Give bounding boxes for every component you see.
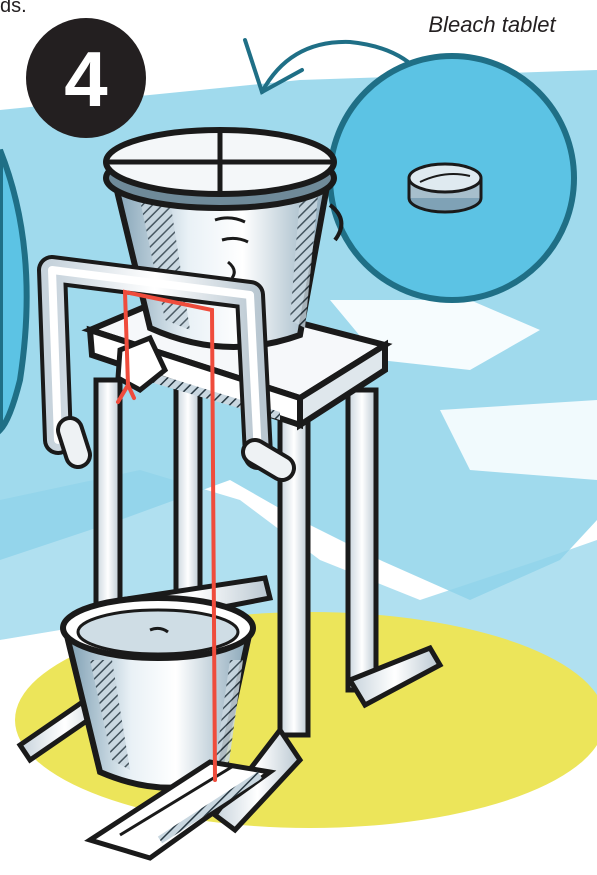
step-number: 4 (64, 35, 107, 123)
bleach-tablet-callout (330, 56, 574, 300)
bucket-lid (106, 130, 334, 208)
bleach-tablet-icon (409, 164, 481, 212)
corner-text-fragment: ds. (0, 0, 27, 17)
step-badge: 4 (26, 18, 146, 138)
callout-label: Bleach tablet (428, 12, 556, 37)
